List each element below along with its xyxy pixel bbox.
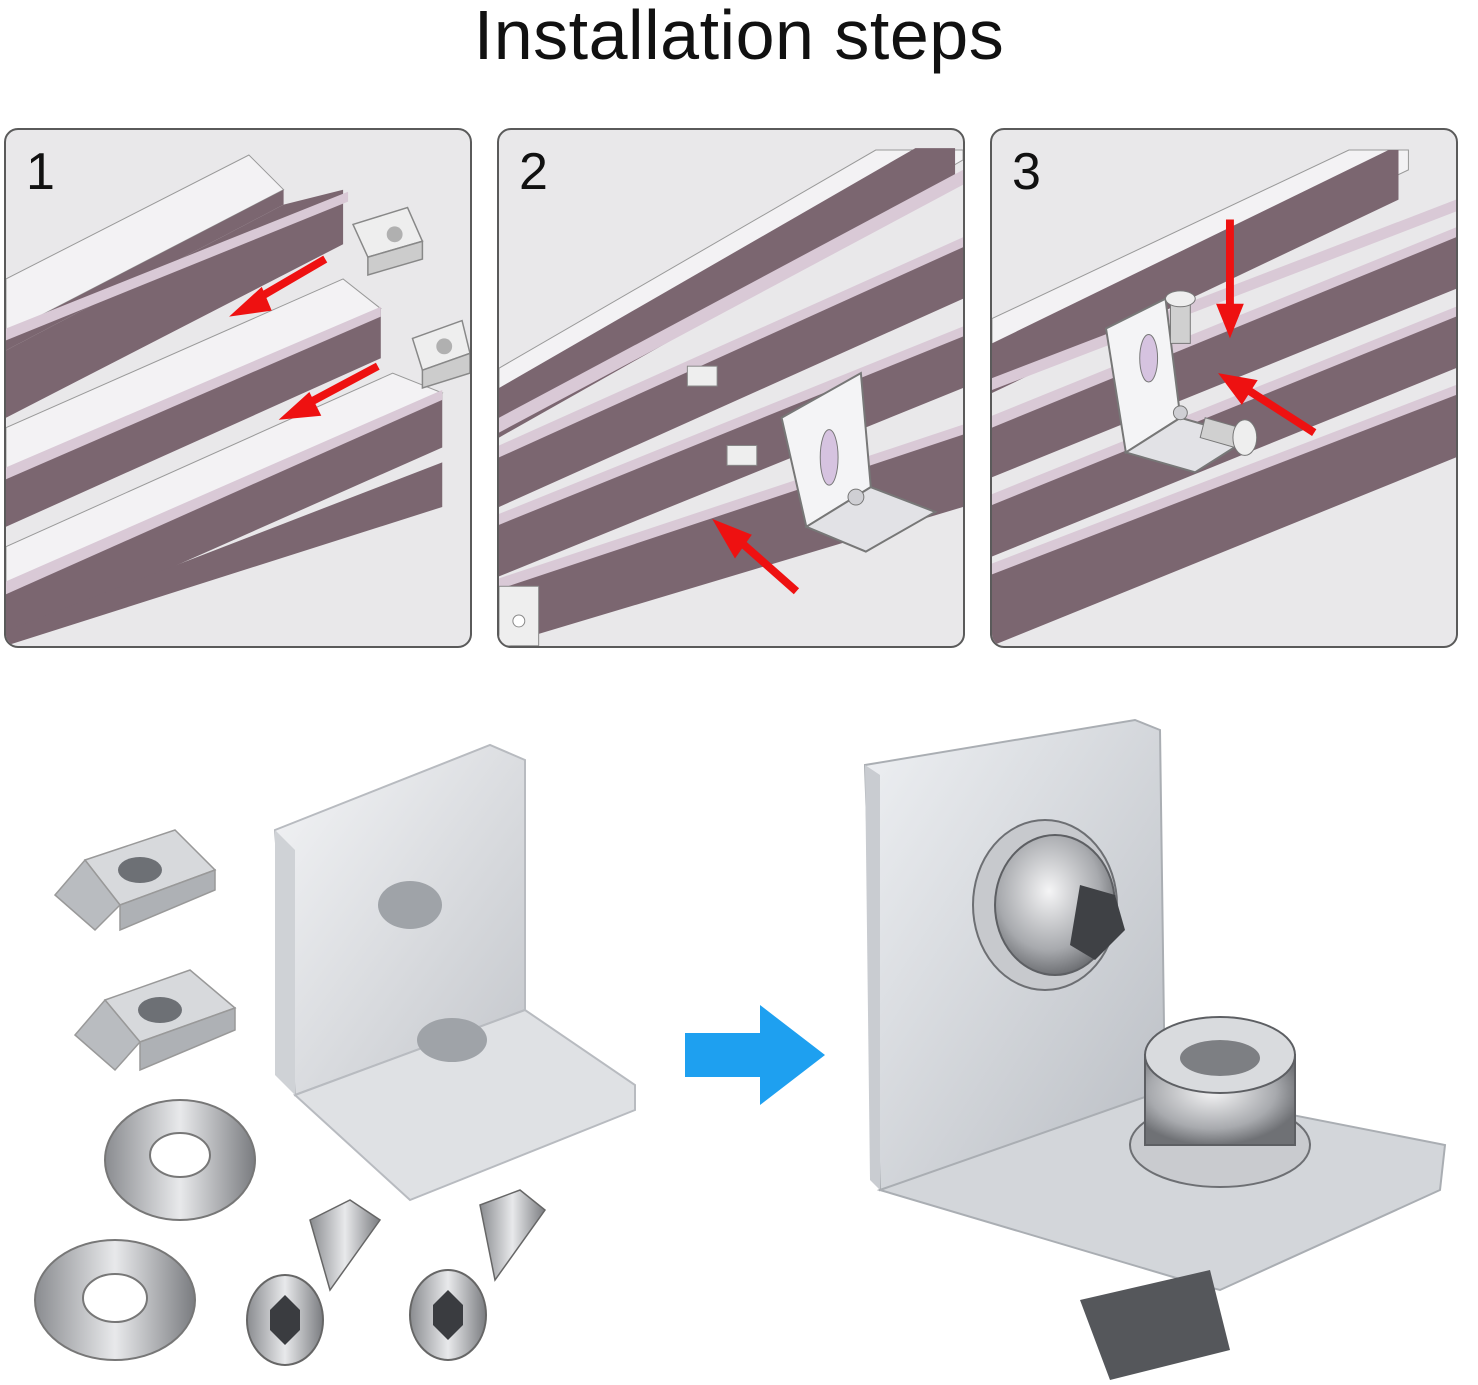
red-arrow-icon [1218,373,1317,436]
bracket-icon [780,371,938,553]
red-arrow-icon [278,362,380,420]
screw-icon [246,1199,382,1366]
screw-icon [409,1189,547,1361]
screw-icon [1199,417,1258,456]
step-panel-3: 3 [990,128,1458,648]
washer-icon [104,1099,256,1221]
page-title: Installation steps [473,0,1005,74]
t-nut-icon [351,206,424,276]
t-nut-icon [411,319,470,390]
step-number: 2 [519,143,548,201]
screw-icon [1165,290,1196,344]
red-arrow-icon [229,255,328,317]
bolt-icon [972,819,1125,991]
step-panel-2: 2 [497,128,965,648]
bolt-icon [1129,1016,1311,1188]
washer-icon [34,1239,196,1361]
step-number: 3 [1012,143,1041,201]
l-bracket-icon [273,743,636,1202]
t-nut-icon [53,829,217,932]
t-nut-icon [73,969,237,1072]
arrow-right-icon [680,1000,830,1110]
step-3-illustration [992,149,1456,646]
assembled-photo [840,690,1478,1380]
step-2-illustration [499,148,963,646]
parts-photo [0,690,660,1380]
parts-illustration [34,743,636,1366]
step-panel-1: 1 [4,128,472,648]
red-arrow-icon [1216,219,1244,339]
assembled-illustration [863,718,1447,1380]
step-1-illustration [6,154,470,646]
red-arrow-icon [712,518,800,595]
step-number: 1 [26,143,55,201]
